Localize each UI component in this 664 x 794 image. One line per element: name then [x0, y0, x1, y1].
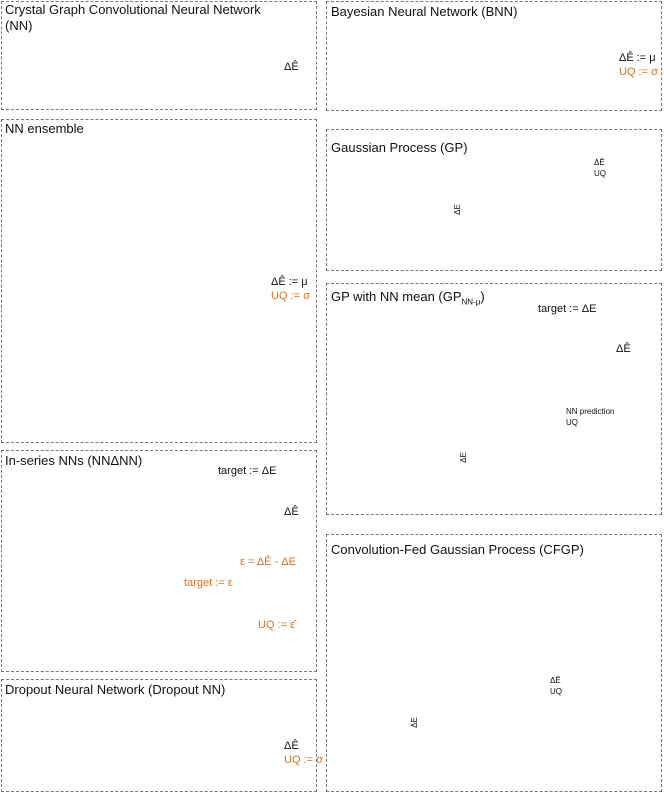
gpnn-output: ΔÊ	[616, 343, 631, 355]
panel-cfgp	[326, 534, 662, 792]
dropout-output-mu: ΔÊ	[284, 740, 299, 752]
gpnn-legend-mean: NN prediction	[566, 407, 615, 416]
gpnn-title: GP with NN mean (GPNN-μ)	[331, 289, 485, 307]
ensemble-title: NN ensemble	[5, 121, 84, 136]
bnn-title: Bayesian Neural Network (BNN)	[331, 4, 518, 19]
dropout-output-sigma: UQ := σ	[284, 754, 323, 766]
cfgp-title: Convolution-Fed Gaussian Process (CFGP)	[331, 542, 584, 557]
cfgp-ylabel: ΔE	[409, 717, 419, 728]
gpnn-legend-band: UQ	[566, 418, 578, 427]
inseries-title: In-series NNs (NNΔNN)	[5, 453, 143, 468]
inseries-target2: target := ε	[184, 577, 233, 589]
gpnn-title-sub: NN-μ	[461, 297, 481, 307]
gp-title: Gaussian Process (GP)	[331, 140, 468, 155]
ensemble-output-mu: ΔÊ := μ	[271, 276, 308, 288]
inseries-output1: ΔÊ	[284, 506, 299, 518]
cgcnn-output: ΔÊ	[284, 61, 299, 73]
dropout-title: Dropout Neural Network (Dropout NN)	[5, 682, 226, 697]
gpnn-title-end: )	[480, 289, 485, 304]
cfgp-legend-band: UQ	[550, 687, 562, 696]
panel-dropout	[1, 679, 317, 792]
panel-gp	[326, 129, 662, 271]
inseries-output2: UQ := ε̂	[258, 619, 295, 631]
bnn-output-mu: ΔÊ := μ	[619, 52, 656, 64]
gp-ylabel: ΔE	[452, 204, 462, 215]
panel-gpnn	[326, 283, 662, 515]
cgcnn-title: Crystal Graph Convolutional Neural Netwo…	[5, 2, 261, 17]
gp-legend-band: UQ	[594, 169, 606, 178]
panel-bnn	[326, 1, 662, 111]
inseries-residual: ε = ΔÊ - ΔE	[240, 556, 296, 568]
panel-inseries	[1, 450, 317, 672]
bnn-output-sigma: UQ := σ	[619, 66, 658, 78]
panel-cgcnn	[1, 1, 317, 110]
inseries-target1: target := ΔE	[218, 465, 277, 477]
gpnn-ylabel: ΔE	[458, 452, 468, 463]
gp-legend-mean: ΔÊ	[594, 158, 605, 167]
cfgp-legend-mean: ΔÊ	[550, 676, 561, 685]
gpnn-title-main: GP with NN mean (GP	[331, 289, 462, 304]
ensemble-output-sigma: UQ := σ	[271, 290, 310, 302]
panel-ensemble	[1, 119, 317, 443]
gpnn-target: target := ΔE	[538, 303, 597, 315]
cgcnn-title-line2: (NN)	[5, 18, 33, 33]
